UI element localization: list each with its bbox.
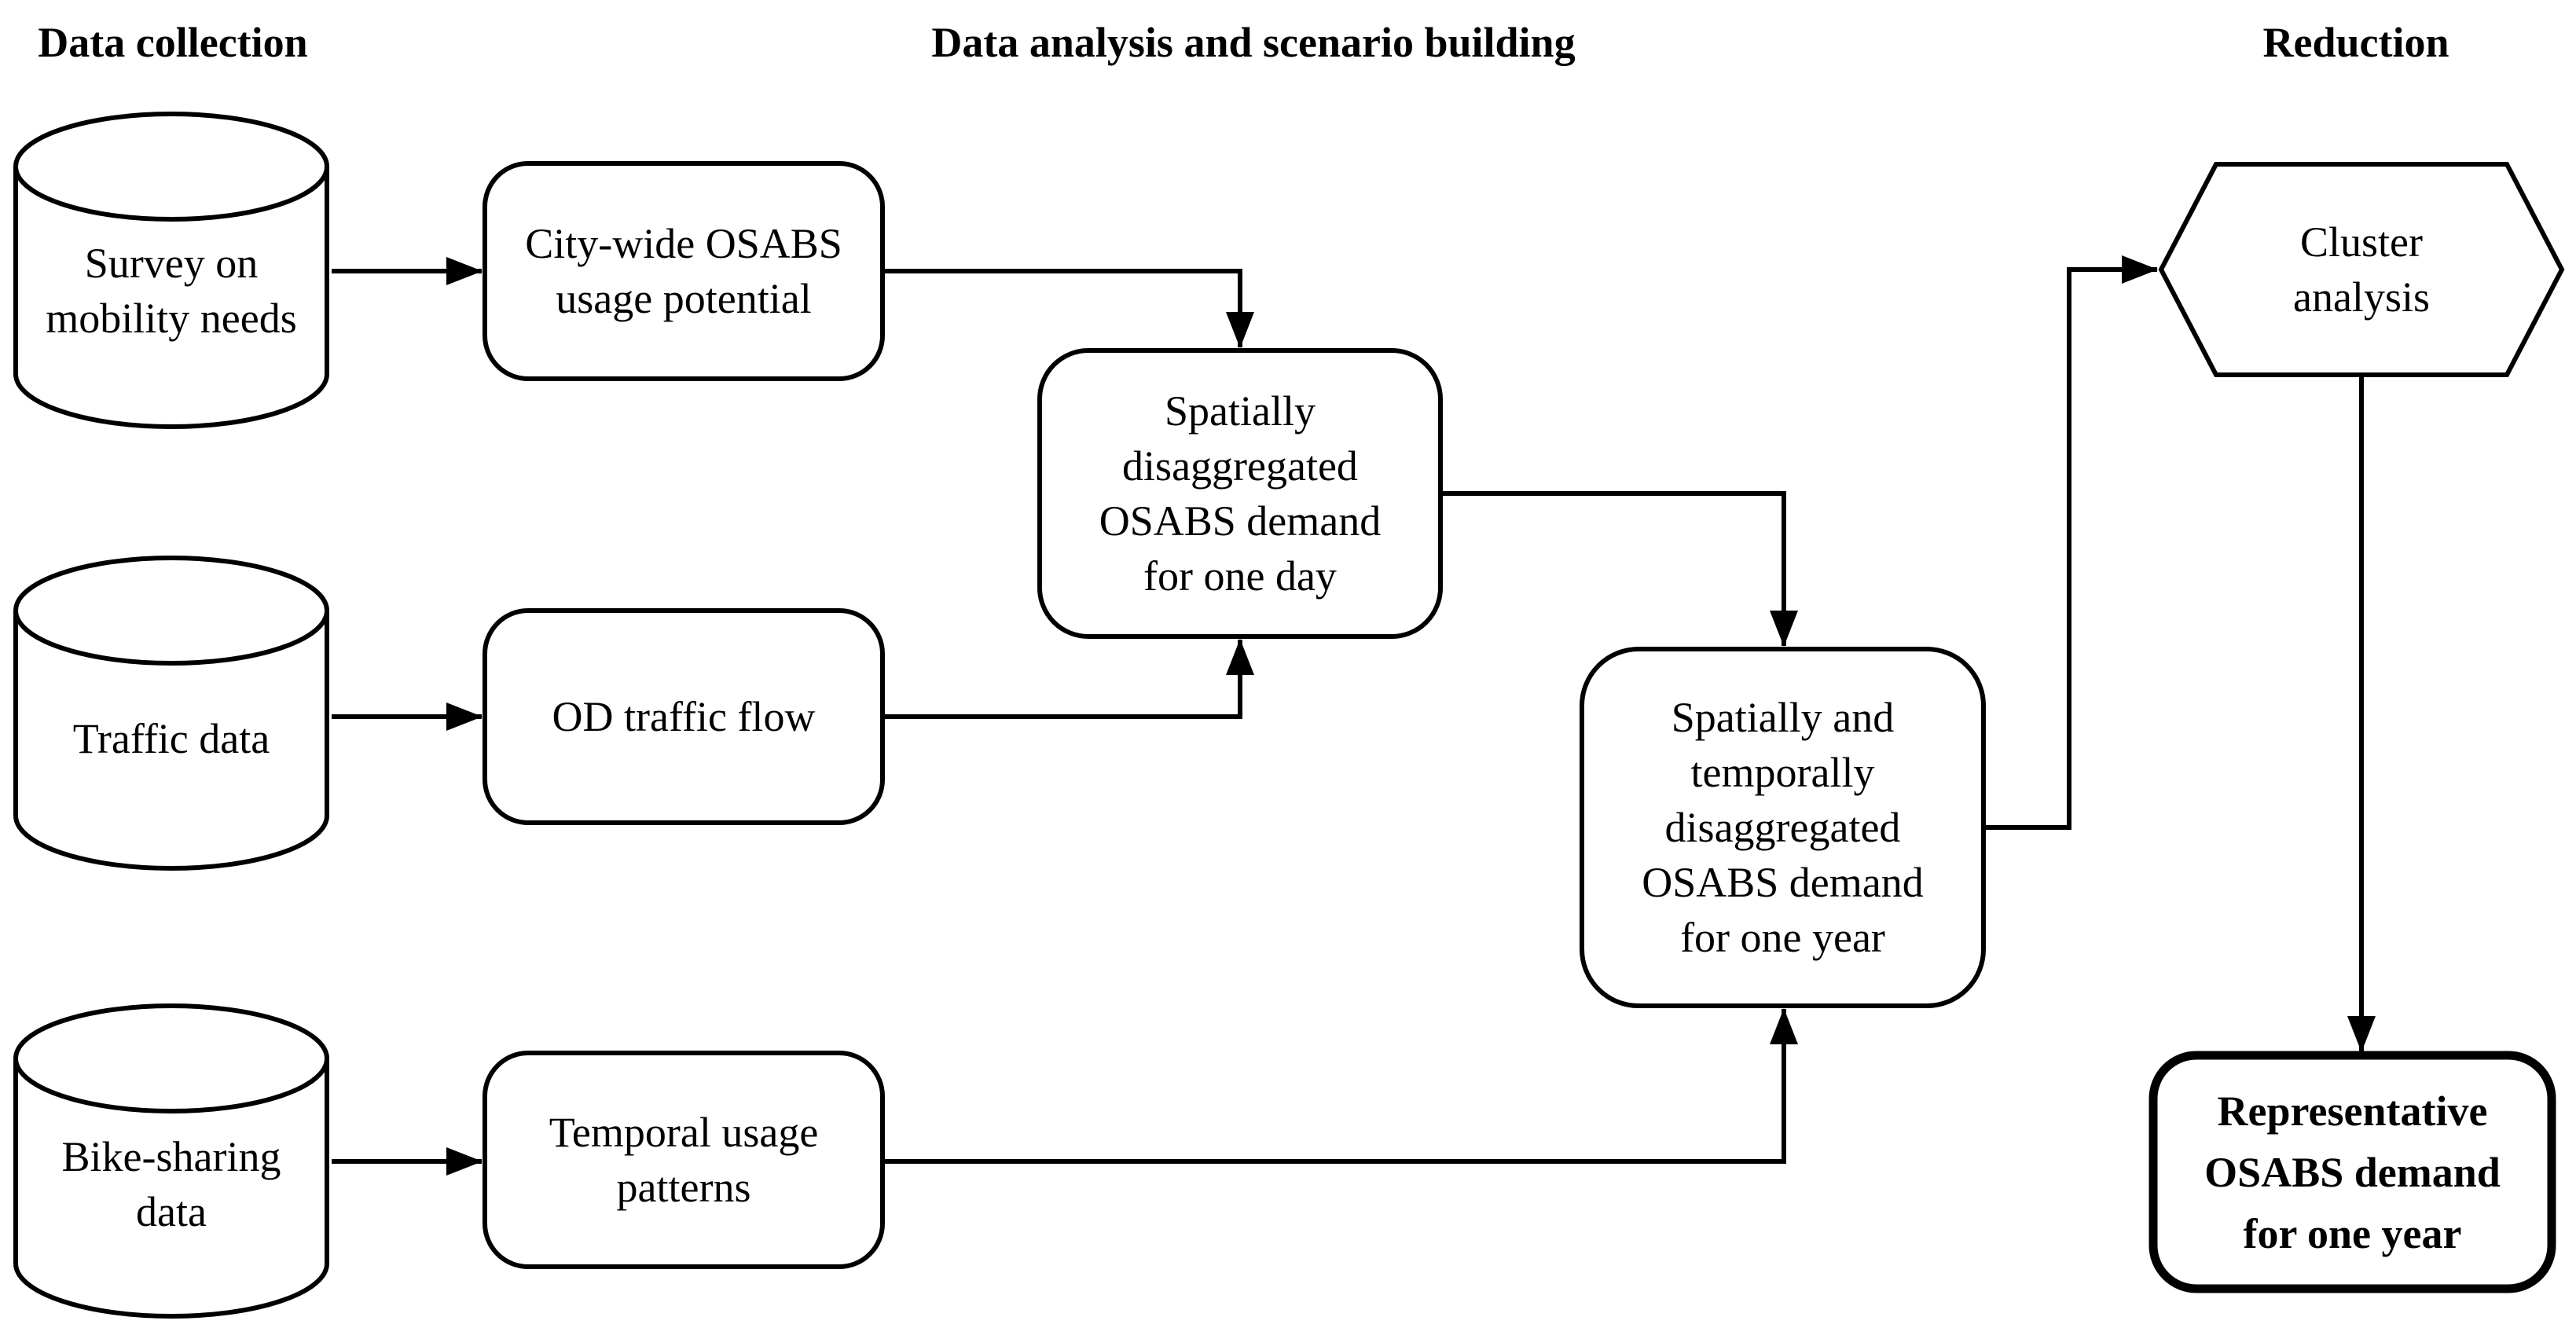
box-citywide-potential xyxy=(483,161,885,381)
box-representative-demand xyxy=(2149,1051,2556,1293)
label-od-traffic-flow: OD traffic flow xyxy=(552,693,816,740)
hexagon-cluster-analysis xyxy=(2158,162,2565,377)
arrow-od-flow-to-demand-one-day xyxy=(883,639,1254,719)
label-temporal-patterns: Temporal usage patterns xyxy=(549,1109,819,1211)
box-od-traffic-flow xyxy=(483,608,885,825)
label-representative-demand: Representative OSABS demand for one year xyxy=(2204,1087,2501,1257)
label-survey: Survey on mobility needs xyxy=(46,240,297,342)
arrow-demand-one-day-to-demand-one-year xyxy=(1440,491,1798,647)
label-cluster-analysis: Cluster analysis xyxy=(2293,218,2430,321)
box-temporal-patterns xyxy=(483,1051,885,1269)
box-demand-one-year xyxy=(1580,647,1986,1008)
arrow-demand-one-year-to-cluster xyxy=(1983,255,2158,830)
column-title-reduction: Reduction xyxy=(2262,19,2449,66)
column-title-analysis: Data analysis and scenario building xyxy=(931,19,1576,66)
label-demand-one-day: Spatially disaggregated OSABS demand for… xyxy=(1099,387,1382,600)
cylinder-bike-sharing xyxy=(13,1003,329,1319)
cylinder-survey xyxy=(13,112,329,429)
cylinder-traffic xyxy=(13,556,329,871)
label-citywide-potential: City-wide OSABS usage potential xyxy=(525,220,842,322)
box-demand-one-day xyxy=(1037,348,1443,639)
label-traffic: Traffic data xyxy=(72,715,270,762)
arrow-citywide-to-demand-one-day xyxy=(883,269,1254,348)
label-demand-one-year: Spatially and temporally disaggregated O… xyxy=(1642,694,1924,961)
column-title-data-collection: Data collection xyxy=(38,19,308,66)
label-bike-sharing: Bike-sharing data xyxy=(61,1133,281,1235)
arrow-temporal-to-demand-one-year xyxy=(883,1008,1798,1164)
